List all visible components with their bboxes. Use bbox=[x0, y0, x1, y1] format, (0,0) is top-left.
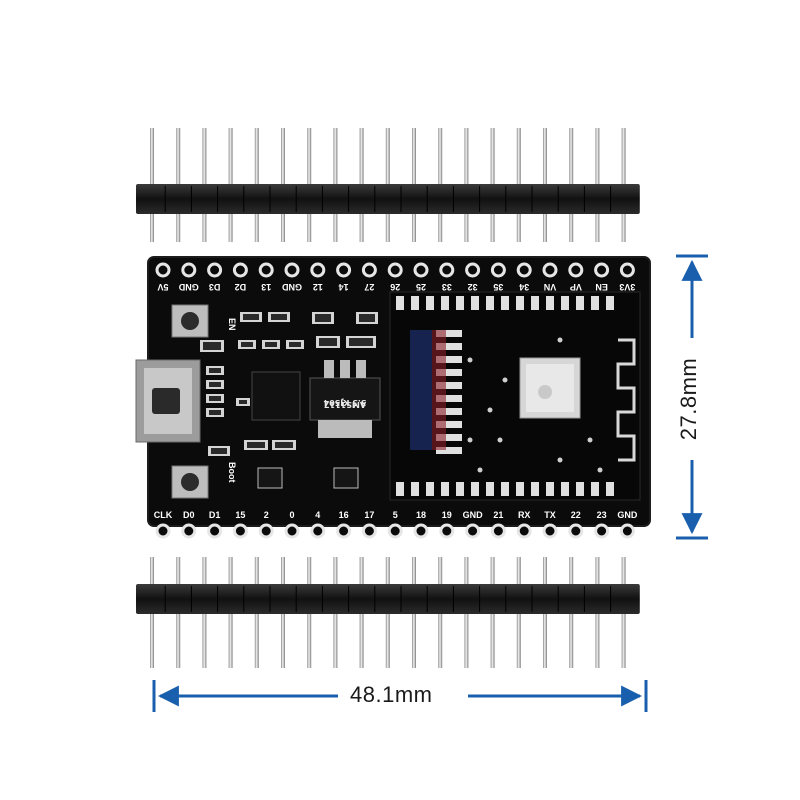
top-pin-label: VP bbox=[570, 282, 582, 292]
width-dimension-label: 48.1mm bbox=[350, 682, 433, 707]
height-dimension-label: 27.8mm bbox=[676, 357, 701, 441]
top-pin-label: VN bbox=[544, 282, 557, 292]
top-pin-label: D2 bbox=[235, 282, 247, 292]
boot-button[interactable] bbox=[171, 465, 209, 499]
top-pin-label: 25 bbox=[416, 282, 426, 292]
pin-hole bbox=[336, 262, 352, 278]
pin-hole bbox=[568, 523, 584, 539]
top-pin-label: 5V bbox=[157, 282, 168, 292]
bottom-pin-label: 16 bbox=[339, 510, 349, 520]
top-pin-label: 32 bbox=[468, 282, 478, 292]
pin-hole bbox=[619, 523, 635, 539]
pin-hole bbox=[232, 262, 248, 278]
top-pin-label: 35 bbox=[493, 282, 503, 292]
top-pin-label: GND bbox=[282, 282, 303, 292]
pin-hole bbox=[207, 262, 223, 278]
pin-hole bbox=[439, 523, 455, 539]
pin-hole bbox=[568, 262, 584, 278]
pin-hole bbox=[181, 262, 197, 278]
pin-hole bbox=[232, 523, 248, 539]
top-pin-label: 14 bbox=[339, 282, 349, 292]
pin-hole bbox=[490, 523, 506, 539]
boot-label: Boot bbox=[227, 462, 237, 483]
pin-hole bbox=[361, 523, 377, 539]
bottom-pin-label: 23 bbox=[597, 510, 607, 520]
pin-hole bbox=[181, 523, 197, 539]
top-pin-label: 12 bbox=[313, 282, 323, 292]
pin-hole bbox=[310, 523, 326, 539]
pin-hole bbox=[465, 262, 481, 278]
svg-text:AMS1117: AMS1117 bbox=[324, 400, 366, 409]
top-pin-label: GND bbox=[178, 282, 199, 292]
pin-hole bbox=[155, 523, 171, 539]
bottom-pin-label: D0 bbox=[183, 510, 195, 520]
pin-hole bbox=[516, 523, 532, 539]
top-pin-label: 33 bbox=[442, 282, 452, 292]
usb-uart-chip bbox=[251, 371, 301, 421]
height-dimension bbox=[676, 254, 708, 540]
bottom-pin-label: GND bbox=[617, 510, 638, 520]
top-pin-label: 26 bbox=[390, 282, 400, 292]
bottom-pin-label: 5 bbox=[393, 510, 398, 520]
bottom-pin-label: RX bbox=[518, 510, 531, 520]
pin-hole bbox=[413, 262, 429, 278]
bottom-pin-header bbox=[136, 557, 640, 668]
bottom-pin-label: 4 bbox=[315, 510, 320, 520]
top-pin-header bbox=[136, 128, 640, 242]
pin-hole bbox=[310, 262, 326, 278]
voltage-regulator: AMS1117 3.3 KJ504 bbox=[309, 360, 381, 438]
pin-hole bbox=[387, 262, 403, 278]
pin-hole bbox=[439, 262, 455, 278]
svg-text:3.3 KJ504: 3.3 KJ504 bbox=[323, 398, 366, 407]
top-pin-label: D3 bbox=[209, 282, 221, 292]
pin-hole bbox=[594, 523, 610, 539]
bottom-pin-label: CLK bbox=[154, 510, 173, 520]
bottom-pin-label: 15 bbox=[235, 510, 245, 520]
top-pin-label: 13 bbox=[261, 282, 271, 292]
pin-hole bbox=[284, 262, 300, 278]
pin-hole bbox=[155, 262, 171, 278]
pin-hole bbox=[258, 523, 274, 539]
pin-hole bbox=[361, 262, 377, 278]
bottom-pin-label: 22 bbox=[571, 510, 581, 520]
pin-hole bbox=[336, 523, 352, 539]
top-pin-label: 34 bbox=[519, 282, 529, 292]
en-label: EN bbox=[227, 318, 237, 331]
bottom-pin-label: GND bbox=[463, 510, 484, 520]
pin-hole bbox=[542, 523, 558, 539]
top-pin-label: 27 bbox=[364, 282, 374, 292]
pin-hole bbox=[258, 262, 274, 278]
bottom-pin-label: 18 bbox=[416, 510, 426, 520]
en-button[interactable] bbox=[171, 304, 209, 338]
bottom-pin-label: 2 bbox=[264, 510, 269, 520]
bottom-pin-label: 19 bbox=[442, 510, 452, 520]
pin-hole bbox=[207, 523, 223, 539]
smd-components bbox=[200, 312, 378, 456]
pin-hole bbox=[594, 262, 610, 278]
usb-connector bbox=[135, 359, 201, 443]
bottom-pin-label: 0 bbox=[289, 510, 294, 520]
pin-hole bbox=[490, 262, 506, 278]
width-dimension bbox=[152, 680, 648, 712]
bottom-pin-label: 21 bbox=[493, 510, 503, 520]
top-pin-label: 3V3 bbox=[619, 282, 635, 292]
bottom-pin-label: D1 bbox=[209, 510, 221, 520]
bottom-pin-label: TX bbox=[544, 510, 556, 520]
top-pin-label: EN bbox=[595, 282, 608, 292]
antenna-trace bbox=[616, 338, 636, 462]
pin-hole bbox=[387, 523, 403, 539]
pin-hole bbox=[619, 262, 635, 278]
pin-hole bbox=[542, 262, 558, 278]
pin-hole bbox=[516, 262, 532, 278]
pin-hole bbox=[413, 523, 429, 539]
pin-hole bbox=[284, 523, 300, 539]
bottom-pin-label: 17 bbox=[364, 510, 374, 520]
pin-hole bbox=[465, 523, 481, 539]
